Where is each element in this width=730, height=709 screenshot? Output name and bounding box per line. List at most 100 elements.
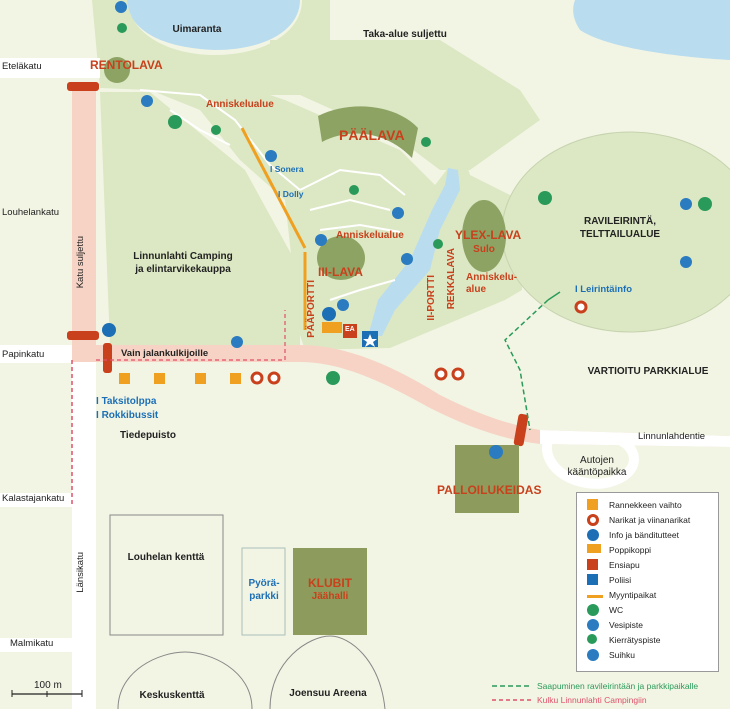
stage-iii-lava: III-LAVA [318, 265, 363, 279]
wc-icon [698, 197, 712, 211]
street-louhelankatu: Louhelankatu [2, 207, 60, 218]
camping-area [100, 92, 300, 345]
info-icon [102, 323, 116, 337]
pedestrian-only: Vain jalankulkijoille [121, 348, 209, 359]
area-anniskelu-3-l2: alue [466, 284, 487, 295]
road-katu [72, 85, 96, 360]
route-legend-lines [492, 685, 532, 701]
back-area [270, 40, 540, 170]
area-anniskelu-3-l1: Anniskelu- [466, 272, 518, 283]
route-pink-2 [96, 310, 286, 361]
gate-paaportti: PÄÄPORTTI [306, 280, 317, 338]
stage-rentolava: RENTOLAVA [90, 58, 163, 72]
food-vendor-ring [574, 300, 588, 314]
louhelan-kentta: Louhelan kenttä [127, 552, 205, 563]
barrier-papinkatu [103, 343, 112, 373]
street-kalastajankatu: Kalastajankatu [2, 493, 65, 504]
water-drop-icon [680, 256, 692, 268]
recycle-icon [421, 137, 431, 147]
merch-booth-icon [587, 544, 601, 553]
wristband-exchange-square [195, 373, 206, 384]
wristband-exchange-square [154, 373, 165, 384]
rock-buses: I Rokkibussit [96, 410, 159, 421]
street-etelakatu: Eteläkatu [2, 61, 42, 72]
palloilukeidas: PALLOILUKEIDAS [437, 483, 542, 497]
wc-icon [587, 604, 599, 616]
stage-ylex-lava: YLEX-LAVA [455, 228, 522, 242]
tiedepuisto: Tiedepuisto [120, 430, 176, 441]
recycle-icon [433, 239, 443, 249]
camping-title-l1: Linnunlahti Camping [133, 251, 233, 262]
first-aid-icon [343, 324, 357, 338]
camping-title-l2: ja elintarvikekauppa [135, 264, 231, 275]
food-vendor-ring [434, 367, 448, 381]
shower-icon [489, 445, 503, 459]
wc-icon [168, 115, 182, 129]
water-drop-icon [231, 336, 243, 348]
palloilukeidas-block [455, 445, 519, 513]
stage-paalava: PÄÄLAVA [339, 127, 405, 143]
barrier-papinkatu-top [67, 331, 99, 340]
info-icon [322, 307, 336, 321]
wc-icon [326, 371, 340, 385]
water-drop-icon [141, 95, 153, 107]
bike-parking-l1: Pyörä- [248, 578, 280, 589]
wristband-exchange-square [119, 373, 130, 384]
water-drop-icon [680, 198, 692, 210]
rentolava-stage [104, 57, 130, 83]
pyoraparkki-area [241, 547, 286, 636]
water-drop-icon [392, 207, 404, 219]
stage-sonera: I Sonera [270, 164, 304, 174]
louhelan-kentta-field [109, 514, 224, 636]
place-uimaranta: Uimaranta [172, 24, 222, 35]
recycle-icon [117, 23, 127, 33]
stage-rekkalava: REKKALAVA [446, 248, 457, 310]
turning-area-l2: kääntöpaikka [567, 467, 627, 478]
area-anniskelu-1: Anniskelualue [206, 99, 274, 110]
stage-sulo: Sulo [473, 244, 495, 255]
route-legend-green: Saapuminen ravileirintään ja parkkipaika… [537, 681, 699, 691]
wristband-exchange-icon [587, 499, 598, 510]
recycle-icon [587, 634, 597, 644]
shower-icon [587, 649, 599, 661]
keskuskentta-field [117, 651, 253, 709]
paalava-stage [318, 106, 418, 158]
camp-info-label: I Leirintäinfo [575, 284, 633, 295]
wc-icon [538, 191, 552, 205]
wristband-exchange-square [230, 373, 241, 384]
info-icon [587, 529, 599, 541]
ea-icon-text: EA [345, 326, 355, 333]
water-drop-icon [587, 619, 599, 631]
lake-top-right [573, 0, 730, 60]
bike-parking-l2: parkki [249, 591, 279, 602]
food-vendor-ring [451, 367, 465, 381]
turning-loop [542, 435, 639, 489]
ravileirinta-l1: RAVILEIRINTÄ, [583, 216, 657, 227]
sales-line-1 [240, 127, 307, 249]
street-malmikatu: Malmikatu [10, 638, 54, 649]
water-channel [368, 168, 460, 336]
recycle-icon [211, 125, 221, 135]
street-linnunlahdentie: Linnunlahdentie [638, 431, 706, 442]
ylex-lava-stage [462, 200, 506, 272]
stage-dolly: I Dolly [278, 189, 304, 199]
merch-booth-icon [322, 322, 342, 333]
sales-line-icon [587, 595, 603, 598]
barrier-etelakatu [67, 82, 99, 91]
iii-lava-stage [317, 236, 365, 280]
food-vendor-ring [250, 371, 264, 385]
ravileirinta-l2: TELTTAILUALUE [579, 229, 661, 240]
map-legend: Rannekkeen vaihto Narikat ja viinanarika… [576, 492, 719, 672]
food-vendor-icon [587, 514, 599, 526]
gate-ii-portti: II-PORTTI [426, 275, 437, 321]
barrier-linnunlahdentie [513, 413, 529, 447]
klubit-block [293, 548, 367, 635]
food-vendor-ring [267, 371, 281, 385]
lake-top [125, 0, 300, 50]
water-drop-icon [337, 299, 349, 311]
water-drop-icon [401, 253, 413, 265]
klubit-label: KLUBIT [308, 576, 352, 590]
recycle-icon [349, 185, 359, 195]
areena-building [269, 635, 386, 709]
